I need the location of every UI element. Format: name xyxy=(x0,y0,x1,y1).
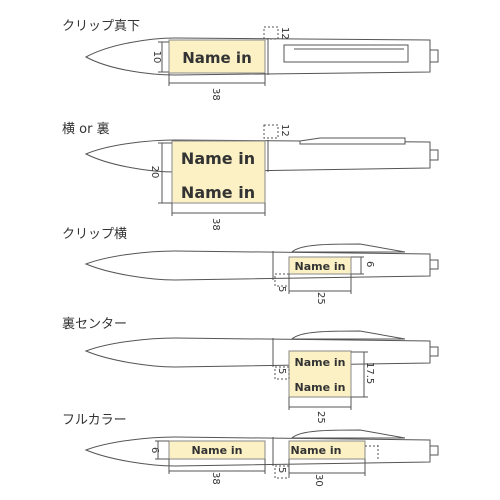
pen-body xyxy=(84,337,431,368)
pen-clip xyxy=(299,137,406,145)
pen-clip xyxy=(283,44,409,63)
width-dim-label: 38 xyxy=(210,218,221,231)
section-title: 横 or 裏 xyxy=(62,122,110,137)
print-label: Name in xyxy=(291,444,342,457)
section-title: フルカラー xyxy=(62,413,127,428)
offset-dim-label: 12 xyxy=(279,124,290,137)
print-label: Name in xyxy=(295,381,346,394)
print-area xyxy=(168,440,266,460)
pen-knock xyxy=(429,49,439,63)
pen-knock xyxy=(429,346,439,357)
offset-dim-label: 5 xyxy=(276,368,287,374)
section-side-or-back: 横 or 裏 Name in Name in 20 38 12 xyxy=(62,122,439,231)
height-dim-label: 10 xyxy=(151,51,162,64)
print-label: Name in xyxy=(181,149,255,168)
pen-clip xyxy=(290,330,406,340)
width-dim-label: 25 xyxy=(315,411,326,424)
offset-dim-label: 5 xyxy=(276,467,287,473)
print-label: Name in xyxy=(181,183,255,202)
print-area xyxy=(288,350,352,398)
print-area xyxy=(171,140,266,204)
pen-clip xyxy=(290,243,406,253)
pen-clip xyxy=(290,429,406,439)
section-full-color: フルカラー Name in Name in 6 38 5 30 xyxy=(62,413,439,487)
pen-knock xyxy=(429,149,439,161)
height-dim-label: 6 xyxy=(149,447,160,453)
section-clip-under: クリップ真下 Name in 10 38 12 xyxy=(62,19,439,101)
print-label: Name in xyxy=(182,49,252,67)
offset-dim-box xyxy=(263,124,279,139)
offset-dim-label: 5 xyxy=(276,286,287,292)
height-dim-label: 20 xyxy=(149,166,160,179)
print-label: Name in xyxy=(295,356,346,369)
offset-dim-label: 12 xyxy=(279,27,290,40)
offset-dim-box xyxy=(274,366,290,380)
offset-dim-box xyxy=(263,26,279,40)
height-dim-label: 17.5 xyxy=(364,362,375,384)
section-title: 裏センター xyxy=(62,317,127,332)
section-clip-side: クリップ横 Name in 6 5 25 xyxy=(62,227,439,305)
width-dim-label: 38 xyxy=(210,472,221,485)
pen-body xyxy=(84,250,431,281)
pen-knock xyxy=(429,259,439,270)
print-area xyxy=(168,39,266,74)
height-dim-label: 6 xyxy=(364,261,375,267)
width-dim-label: 30 xyxy=(313,474,324,487)
pen-knock xyxy=(429,445,439,456)
section-back-center: 裏センター Name in Name in 17.5 5 25 xyxy=(62,317,439,424)
section-title: クリップ横 xyxy=(62,227,127,242)
print-label: Name in xyxy=(192,444,243,457)
print-label: Name in xyxy=(295,260,346,273)
print-area xyxy=(288,440,366,460)
width-dim-label: 25 xyxy=(315,292,326,305)
section-title: クリップ真下 xyxy=(62,19,140,34)
width-dim-label: 38 xyxy=(210,88,221,101)
print-area xyxy=(288,256,352,275)
